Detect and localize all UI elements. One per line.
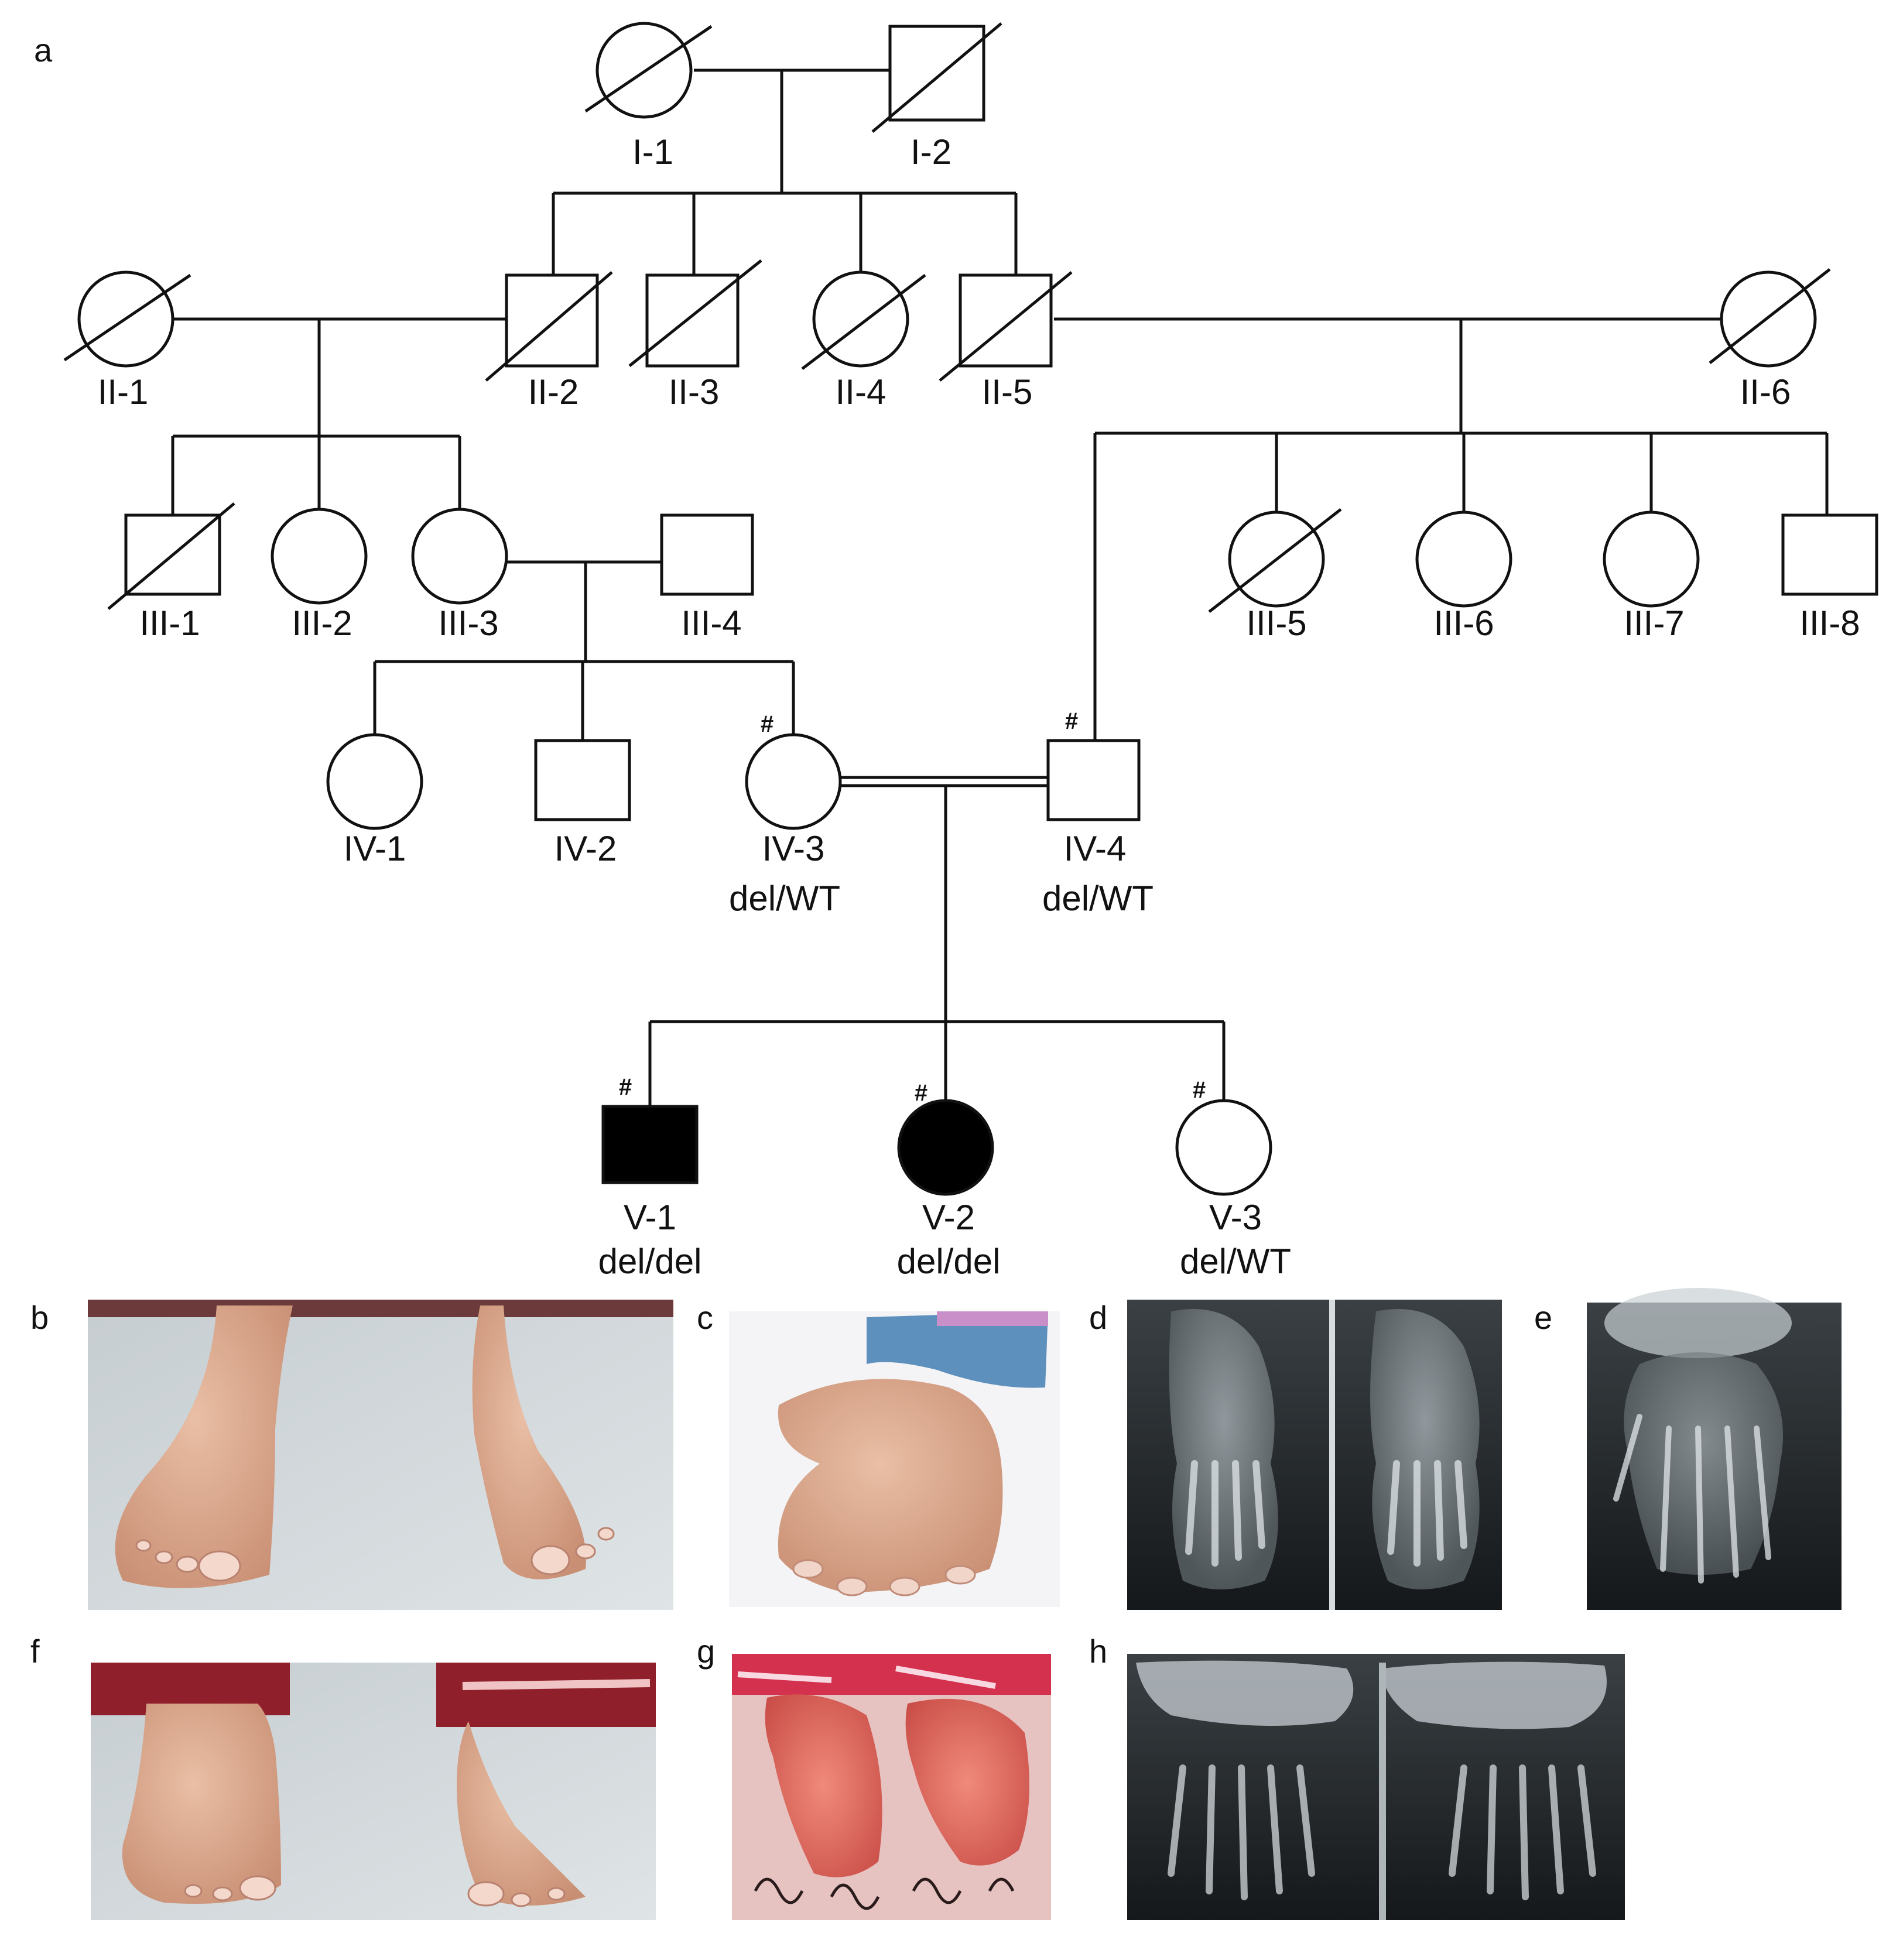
individual-III-4 — [660, 513, 754, 596]
individual-III-6 — [1415, 510, 1512, 608]
panel-letter-a: a — [34, 32, 53, 68]
individual-III-2 — [271, 508, 368, 605]
individual-II-1 — [63, 270, 191, 368]
label-III-2: III-2 — [292, 604, 352, 643]
individual-IV-2 — [534, 739, 631, 821]
individual-V-2 — [897, 1099, 994, 1196]
photo-panel-c — [729, 1311, 1060, 1607]
label-III-5: III-5 — [1246, 604, 1306, 643]
xray-panel-e — [1587, 1288, 1842, 1610]
panel-letter-f: f — [30, 1633, 40, 1670]
genotype-IV-3: del/WT — [729, 879, 840, 918]
label-III-7: III-7 — [1624, 604, 1684, 643]
label-I-1: I-1 — [632, 132, 673, 172]
label-I-2: I-2 — [911, 132, 952, 172]
label-III-4: III-4 — [681, 604, 741, 643]
marker-V-1: # — [619, 1074, 632, 1100]
label-IV-4: IV-4 — [1064, 829, 1127, 868]
genotype-V-3: del/WT — [1180, 1242, 1291, 1281]
panel-letter-h: h — [1089, 1633, 1107, 1670]
label-II-1: II-1 — [98, 372, 149, 412]
marker-V-3: # — [1193, 1077, 1206, 1103]
marker-IV-3: # — [761, 711, 773, 737]
label-V-2: V-2 — [922, 1198, 975, 1237]
label-V-1: V-1 — [624, 1198, 676, 1237]
label-IV-3: IV-3 — [762, 829, 825, 868]
pedigree-lines — [171, 68, 1829, 1106]
marker-V-2: # — [915, 1080, 927, 1106]
panel-letter-e: e — [1534, 1299, 1552, 1336]
individual-III-3 — [411, 508, 508, 605]
label-III-1: III-1 — [139, 604, 200, 643]
label-II-3: II-3 — [669, 372, 720, 412]
label-IV-1: IV-1 — [344, 829, 406, 868]
xray-panel-h — [1127, 1654, 1625, 1920]
xray-panel-d — [1127, 1300, 1502, 1610]
pedigree-labels: a I-1 I-2 II-1 II-2 II-3 II-4 II-5 II-6 … — [34, 32, 1860, 1281]
label-V-3: V-3 — [1209, 1198, 1262, 1237]
label-II-6: II-6 — [1740, 372, 1791, 412]
individual-I-2 — [871, 22, 1002, 133]
individual-IV-4 — [1046, 739, 1141, 821]
pedigree-chart — [63, 22, 1878, 1196]
individual-V-3 — [1175, 1099, 1272, 1196]
panel-letter-d: d — [1089, 1299, 1107, 1336]
photo-panel-b — [88, 1300, 673, 1610]
individual-IV-3 — [745, 733, 842, 830]
genotype-V-1: del/del — [598, 1242, 702, 1281]
individual-III-7 — [1603, 510, 1700, 608]
label-IV-2: IV-2 — [555, 829, 617, 868]
individual-IV-1 — [326, 733, 423, 830]
individual-II-2 — [485, 271, 613, 382]
individual-II-4 — [801, 270, 926, 370]
marker-IV-4: # — [1065, 708, 1078, 734]
individual-I-1 — [584, 22, 713, 119]
panel-letter-g: g — [697, 1633, 715, 1670]
panel-letter-b: b — [30, 1299, 49, 1336]
label-III-8: III-8 — [1799, 604, 1860, 643]
individual-III-8 — [1781, 513, 1878, 596]
individual-III-1 — [107, 502, 235, 610]
photo-panels: b c — [30, 1288, 1842, 1920]
label-III-3: III-3 — [438, 604, 498, 643]
genotype-V-2: del/del — [897, 1242, 1001, 1281]
individual-V-1 — [601, 1105, 699, 1184]
label-III-6: III-6 — [1433, 604, 1494, 643]
photo-panel-f — [91, 1663, 656, 1920]
individual-II-6 — [1709, 268, 1831, 368]
genotype-IV-4: del/WT — [1042, 879, 1154, 918]
panel-letter-c: c — [697, 1299, 713, 1336]
individual-III-5 — [1208, 508, 1342, 613]
label-II-4: II-4 — [836, 372, 887, 412]
label-II-2: II-2 — [528, 372, 579, 412]
individual-II-3 — [628, 259, 762, 368]
individual-II-5 — [939, 271, 1073, 382]
photo-panel-g — [732, 1654, 1051, 1920]
label-II-5: II-5 — [982, 372, 1033, 412]
